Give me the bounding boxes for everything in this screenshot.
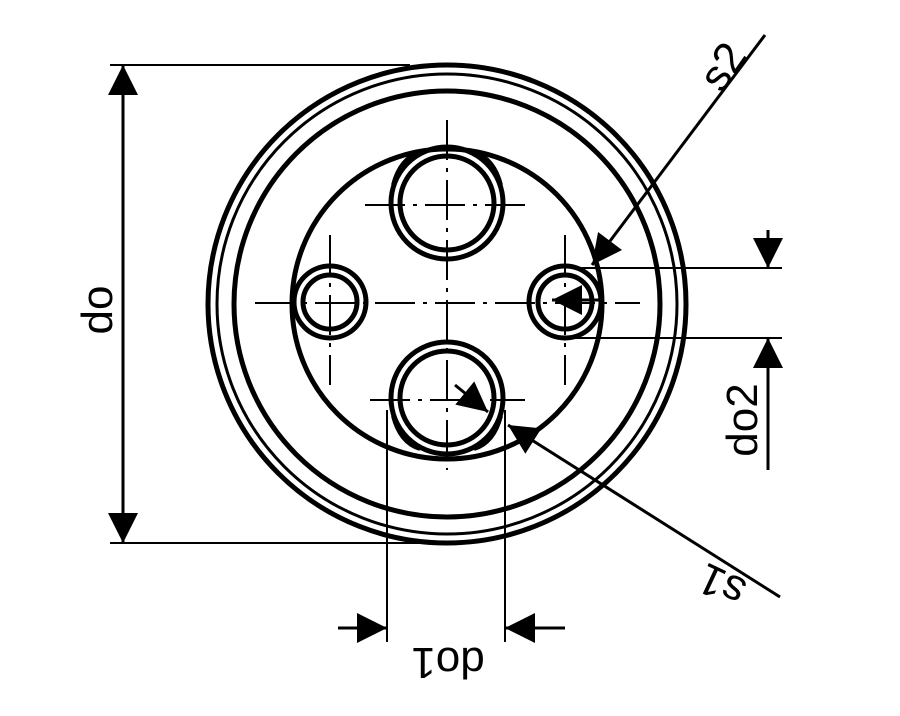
label-do: do (73, 286, 122, 335)
center-lines (255, 120, 640, 470)
dimension-do (108, 64, 447, 544)
spacer-fillets (391, 150, 503, 451)
pipe-right (526, 263, 604, 341)
dimension-do2 (575, 230, 783, 470)
dimension-do1 (338, 410, 565, 643)
pipe-top (388, 144, 506, 262)
leader-s1 (454, 381, 781, 599)
label-do1: do1 (411, 638, 484, 687)
label-s1: s1 (690, 553, 753, 617)
label-s2: s2 (690, 34, 757, 100)
leader-s2 (552, 34, 767, 315)
label-do2: do2 (718, 383, 767, 456)
pipe-bottom (388, 339, 506, 457)
pipe-left (291, 263, 369, 341)
